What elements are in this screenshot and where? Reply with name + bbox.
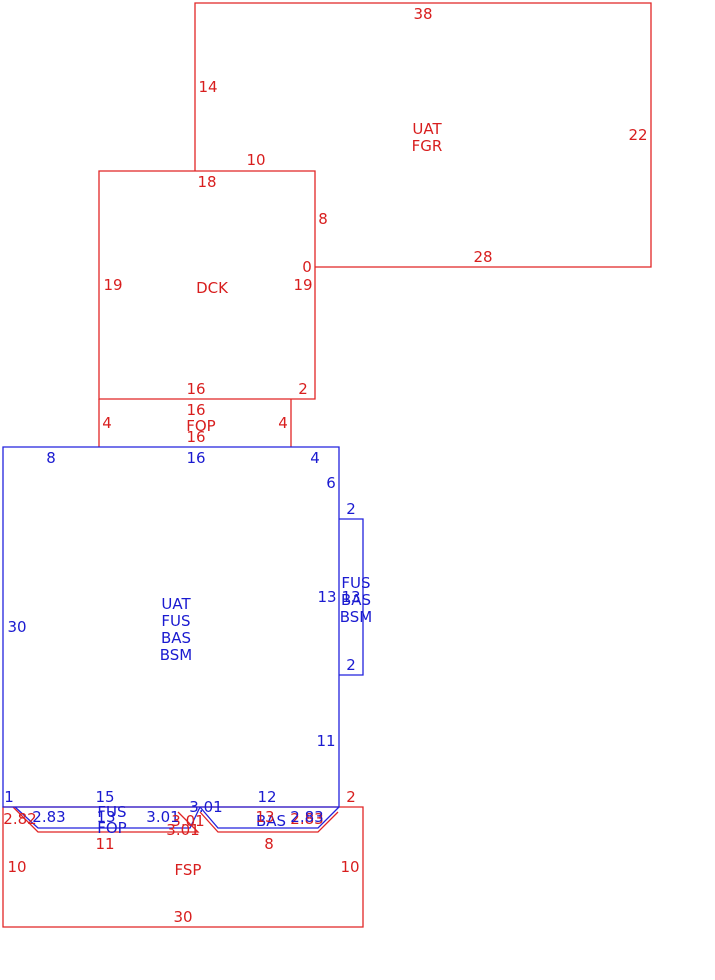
side-box-name-3: BSM: [340, 608, 373, 626]
deck-dim-top: 18: [197, 173, 216, 191]
side-box-outline: [339, 518, 364, 676]
strip-name-right: BAS: [256, 812, 286, 830]
main-dim-top-right: 4: [310, 449, 320, 467]
upper-dim-top: 38: [413, 5, 432, 23]
deck-dim-right: 19: [293, 276, 312, 294]
porch-dim-bottom: 16: [186, 428, 205, 446]
bottom-strip-outline: [14, 806, 340, 829]
main-dim-left: 30: [7, 618, 26, 636]
strip-dim-right-red: 2.83: [290, 810, 323, 828]
main-area-name-2: FUS: [161, 612, 190, 630]
foundation-dim-inner-right: 8: [264, 835, 274, 853]
deck-outline: [98, 170, 316, 400]
strip-dim-12: 12: [257, 788, 276, 806]
strip-name-left-2: FOP: [97, 819, 126, 837]
strip-dim-15: 15: [95, 788, 114, 806]
upper-dim-inner: 10: [246, 151, 265, 169]
side-dim-overlap: 13: [341, 588, 360, 606]
strip-dim-13: 13: [96, 808, 115, 826]
foundation-dim-bottom: 30: [173, 908, 192, 926]
side-dim-bottom: 2: [346, 656, 356, 674]
deck-name: DCK: [196, 279, 229, 297]
strip-dim-left-red: 2.82: [3, 810, 36, 828]
foundation-name: FSP: [175, 861, 202, 879]
main-dim-top: 16: [186, 449, 205, 467]
deck-dim-corner: 2: [298, 380, 308, 398]
strip-dim-mid-red-2: 3.01: [166, 821, 199, 839]
upper-dim-right: 22: [628, 126, 647, 144]
porch-dim-top: 16: [186, 401, 205, 419]
strip-name-left-1: FUS: [97, 803, 126, 821]
porch-outline: [98, 399, 292, 447]
side-box-name-2: BAS: [341, 591, 371, 609]
foundation-dim-right: 10: [340, 858, 359, 876]
main-dim-right-mid: 13: [317, 588, 336, 606]
porch-name: FOP: [186, 417, 215, 435]
foundation-dim-left: 10: [7, 858, 26, 876]
upper-area-name-2: FGR: [412, 137, 443, 155]
upper-dim-left: 14: [198, 78, 217, 96]
strip-dim-mid-left: 3.01: [146, 808, 179, 826]
foundation-dim-inner-left: 11: [95, 835, 114, 853]
porch-dim-right: 4: [278, 414, 288, 432]
main-dim-top-left: 8: [46, 449, 56, 467]
main-dim-right-upper: 6: [326, 474, 336, 492]
main-area-name-3: BAS: [161, 629, 191, 647]
main-dim-bottom-left: 1: [4, 788, 14, 806]
main-area-name-4: BSM: [160, 646, 193, 664]
side-box-name-1: FUS: [341, 574, 370, 592]
main-area-name-1: UAT: [161, 595, 191, 613]
strip-dim-13-red: 13: [255, 808, 274, 826]
upper-area-outline: [194, 2, 652, 268]
foundation-dim-top-right: 2: [346, 788, 356, 806]
upper-dim-bottom: 28: [473, 248, 492, 266]
deck-dim-right-top: 8: [318, 210, 328, 228]
porch-dim-left: 4: [102, 414, 112, 432]
deck-dim-left: 19: [103, 276, 122, 294]
strip-dim-right: 2.83: [290, 808, 323, 826]
upper-area-name-1: UAT: [412, 120, 442, 138]
strip-dim-mid-red: 3.01: [171, 812, 204, 830]
deck-dim-bottom: 16: [186, 380, 205, 398]
strip-dim-left: 2.83: [32, 808, 65, 826]
main-dim-right-lower: 11: [316, 732, 335, 750]
upper-dim-zero: 0: [302, 258, 312, 276]
strip-dim-mid-top: 3.01: [189, 798, 222, 816]
side-dim-top: 2: [346, 500, 356, 518]
